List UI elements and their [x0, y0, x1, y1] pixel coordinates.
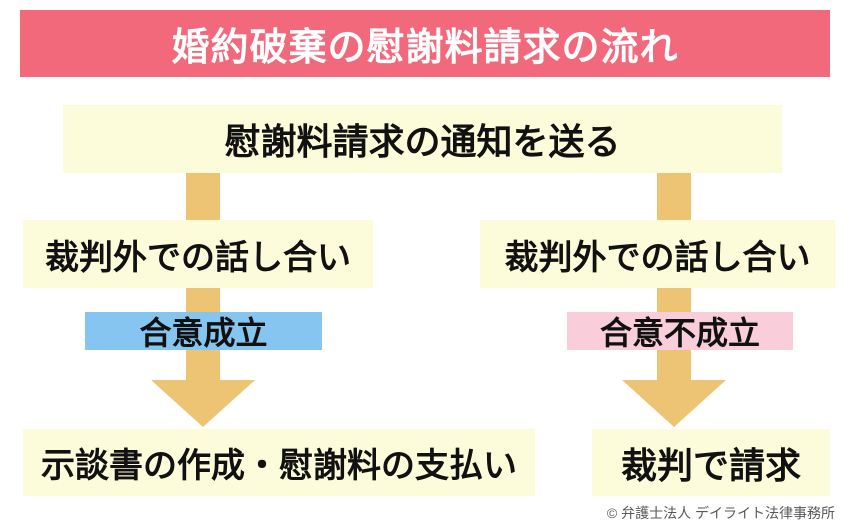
copyright-notice: © 弁護士法人 デイライト法律事務所 — [606, 505, 835, 521]
page-title: 婚約破棄の慰謝料請求の流れ — [20, 10, 830, 77]
step-settlement-and-payment: 示談書の作成・慰謝料の支払い — [23, 429, 535, 496]
outcome-agreement-reached: 合意成立 — [85, 312, 322, 351]
step-claim-in-court: 裁判で請求 — [592, 429, 830, 496]
down-arrowhead-left-icon — [151, 380, 255, 427]
step-discussion-right: 裁判外での話し合い — [480, 220, 835, 288]
step-send-notice: 慰謝料請求の通知を送る — [63, 105, 782, 173]
step-discussion-left: 裁判外での話し合い — [23, 220, 373, 288]
outcome-agreement-not-reached: 合意不成立 — [567, 312, 793, 351]
down-arrowhead-right-icon — [622, 380, 726, 427]
